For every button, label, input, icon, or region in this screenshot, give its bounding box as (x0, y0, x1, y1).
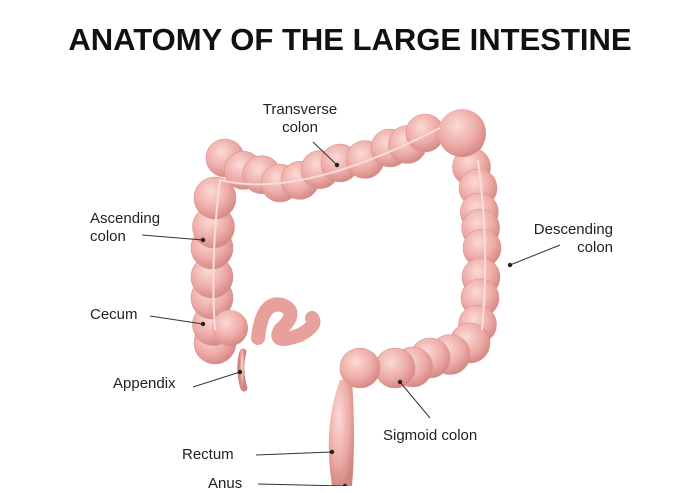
anus-dot (342, 483, 348, 486)
taenia-stripe (212, 127, 441, 331)
splenic-flexure-shape (438, 109, 486, 157)
rectum-dot (329, 449, 335, 455)
appendix-dot (237, 369, 243, 375)
sigmoid-dot (397, 379, 403, 385)
cecum-shape (212, 310, 248, 346)
rectum-leader (255, 451, 333, 456)
transverse-dot (334, 162, 340, 168)
label-appendix: Appendix (113, 375, 176, 392)
descending-dot (507, 262, 513, 268)
label-cecum: Cecum (90, 306, 138, 323)
page-title: ANATOMY OF THE LARGE INTESTINE (68, 22, 632, 57)
appendix-leader (192, 371, 241, 388)
ascending-dot (200, 237, 206, 243)
colon-shape (190, 109, 502, 486)
cecum-leader (149, 315, 204, 325)
label-anus: Anus (208, 475, 243, 492)
descending-leader (509, 244, 561, 266)
ileum-shape (251, 297, 321, 346)
sigmoid-colon-haustra (374, 347, 416, 389)
cecum-dot (200, 321, 206, 327)
appendix-shape (237, 348, 248, 392)
transverse-leader (312, 141, 338, 166)
sigmoid-colon-haustra (339, 347, 381, 389)
label-rectum: Rectum (182, 446, 234, 463)
ascending-leader (141, 234, 204, 241)
taenia-stripe (477, 159, 487, 331)
sigmoid-leader (399, 381, 431, 419)
label-sigmoid-colon: Sigmoid colon (383, 427, 478, 444)
rectum-shape (328, 380, 354, 486)
